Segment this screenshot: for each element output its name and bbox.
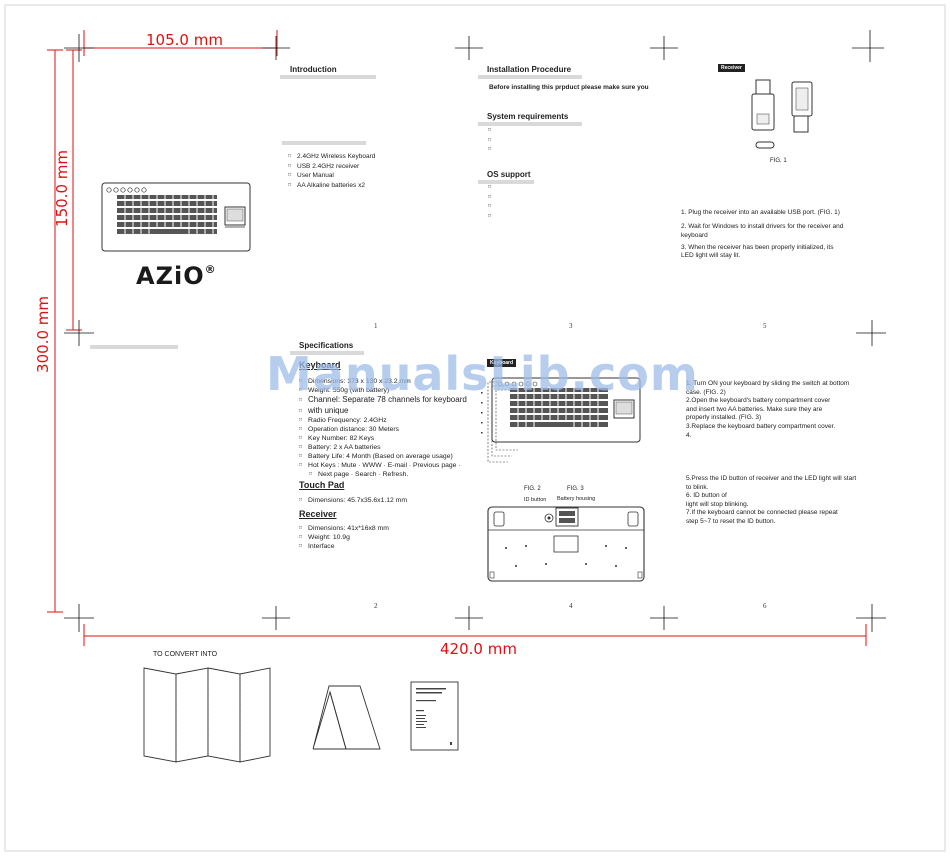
step-text: and insert two AA batteries. Make sure t… bbox=[686, 405, 823, 413]
step-text: 1. Plug the receiver into an available U… bbox=[681, 209, 840, 216]
keyboard-tag: Keyboard bbox=[487, 359, 517, 367]
connect-steps-2: 5.Press the ID button of receiver and th… bbox=[686, 475, 856, 527]
dimension-left-upper: 150.0 mm bbox=[53, 150, 71, 227]
keyboard-subtitle: Keyboard bbox=[299, 360, 341, 370]
introduction-title: Introduction bbox=[290, 65, 337, 74]
package-list: 2.4GHz Wireless Keyboard USB 2.4GHz rece… bbox=[288, 152, 375, 190]
list-item: Weight: 550g (with battery) bbox=[299, 386, 467, 395]
step-text: 3. When the receiver has been properly i… bbox=[681, 243, 834, 251]
page-number: 5 bbox=[763, 322, 767, 330]
step-text: light will stop blinking. bbox=[686, 500, 749, 508]
list-item: Channel: Separate 78 channels for keyboa… bbox=[299, 395, 467, 406]
list-item: Operation distance: 30 Meters bbox=[299, 425, 467, 434]
list-item: Battery: 2 x AA batteries bbox=[299, 443, 467, 452]
installation-title: Installation Procedure bbox=[487, 65, 572, 74]
receiver-spec-list: Dimensions: 41x*16x8 mm Weight: 10.9g In… bbox=[299, 524, 389, 551]
page-number: 3 bbox=[569, 322, 573, 330]
list-item: Radio Frequency: 2.4GHz bbox=[299, 416, 467, 425]
section-bar bbox=[90, 345, 178, 349]
step-text: to blink. bbox=[686, 483, 709, 491]
step-text: 2.Open the keyboard's battery compartmen… bbox=[686, 397, 831, 405]
fig1-label: FIG. 1 bbox=[770, 158, 787, 164]
list-item: with unique bbox=[299, 406, 467, 417]
spec-list: Dimensions: 373 x 130 x 23.2 mm Weight: … bbox=[299, 377, 467, 479]
list-item: Hot Keys : Mute · WWW · E-mail · Previou… bbox=[299, 461, 467, 470]
step-text: 2. Wait for Windows to install drivers f… bbox=[681, 223, 844, 231]
page-number: 6 bbox=[763, 602, 767, 610]
touchpad-spec-list: Dimensions: 45.7x35.6x1.12 mm bbox=[299, 496, 407, 505]
connect-steps: 1. Turn ON your keyboard by sliding the … bbox=[686, 380, 849, 440]
page-number: 4 bbox=[569, 602, 573, 610]
step-text: case. (FIG. 2) bbox=[686, 388, 726, 396]
page-number: 1 bbox=[374, 322, 378, 330]
keyboard-illustration bbox=[101, 182, 251, 252]
receiver-tag: Receiver bbox=[718, 64, 745, 72]
dimension-bottom: 420.0 mm bbox=[440, 640, 517, 658]
list-item: Key Number: 82 Keys bbox=[299, 434, 467, 443]
dimension-top: 105.0 mm bbox=[146, 31, 223, 49]
fig3-label: FIG. 3 bbox=[567, 486, 584, 492]
specifications-title: Specifications bbox=[299, 341, 354, 350]
list-item: Battery Life: 4 Month (Based on average … bbox=[299, 452, 467, 461]
receiver-illustration bbox=[751, 79, 813, 149]
sysreq-bullets: □□□ bbox=[488, 127, 492, 152]
step-text: keyboard bbox=[681, 231, 708, 239]
logo-text: AZiO bbox=[136, 262, 205, 290]
section-bar bbox=[478, 180, 534, 184]
id-button-label: ID button bbox=[524, 497, 547, 503]
keyboard-bottom-diagram bbox=[487, 506, 645, 582]
section-bar bbox=[478, 75, 582, 79]
list-item: Weight: 10.9g bbox=[299, 533, 389, 542]
list-item: 2.4GHz Wireless Keyboard bbox=[288, 152, 375, 162]
step-text: LED light will stay lit. bbox=[681, 252, 741, 260]
list-item: Dimensions: 373 x 130 x 23.2 mm bbox=[299, 377, 467, 386]
list-item: USB 2.4GHz receiver bbox=[288, 162, 375, 172]
step-text: step 5~7 to reset the ID button. bbox=[686, 517, 776, 525]
watermark: ManualsLib.com bbox=[266, 347, 699, 401]
touchpad-title: Touch Pad bbox=[299, 480, 345, 490]
dimension-left-outer: 300.0 mm bbox=[34, 296, 52, 373]
section-bar bbox=[290, 351, 364, 355]
registered-mark: ® bbox=[204, 263, 217, 276]
receiver-title: Receiver bbox=[299, 509, 337, 519]
list-item: Dimensions: 45.7x35.6x1.12 mm bbox=[299, 496, 407, 505]
convert-label: TO CONVERT INTO bbox=[153, 651, 218, 658]
step-text: 3.Replace the keyboard battery compartme… bbox=[686, 422, 836, 430]
list-item: Next page · Search · Refresh. bbox=[299, 470, 467, 479]
sysreq-title: System requirements bbox=[487, 112, 569, 121]
battery-housing-label: Battery housing bbox=[557, 496, 596, 502]
azio-logo: AZiO® bbox=[136, 262, 217, 290]
list-item: Dimensions: 41x*16x8 mm bbox=[299, 524, 389, 533]
section-bar bbox=[280, 75, 376, 79]
list-item: AA Alkaline batteries x2 bbox=[288, 181, 375, 191]
keyboard-diagram bbox=[481, 377, 641, 463]
list-item: User Manual bbox=[288, 171, 375, 181]
install-steps: 1. Plug the receiver into an available U… bbox=[681, 209, 843, 260]
os-title: OS support bbox=[487, 170, 531, 179]
step-text: 6. ID button of bbox=[686, 492, 727, 500]
step-text: 1. Turn ON your keyboard by sliding the … bbox=[686, 380, 850, 387]
page-number: 2 bbox=[374, 602, 378, 610]
section-bar bbox=[282, 141, 366, 145]
list-item: Interface bbox=[299, 542, 389, 551]
os-bullets: □□□□ bbox=[488, 184, 492, 219]
section-bar bbox=[478, 122, 582, 126]
step-text: 7.If the keyboard cannot be connected pl… bbox=[686, 509, 838, 517]
step-text: 4. bbox=[686, 431, 692, 439]
fig2-label: FIG. 2 bbox=[524, 486, 541, 492]
step-text: properly installed. (FIG. 3) bbox=[686, 414, 762, 422]
fold-illustrations bbox=[143, 667, 459, 763]
installation-text: Before installing this prpduct please ma… bbox=[489, 84, 649, 91]
step-text: 5.Press the ID button of receiver and th… bbox=[686, 475, 857, 482]
